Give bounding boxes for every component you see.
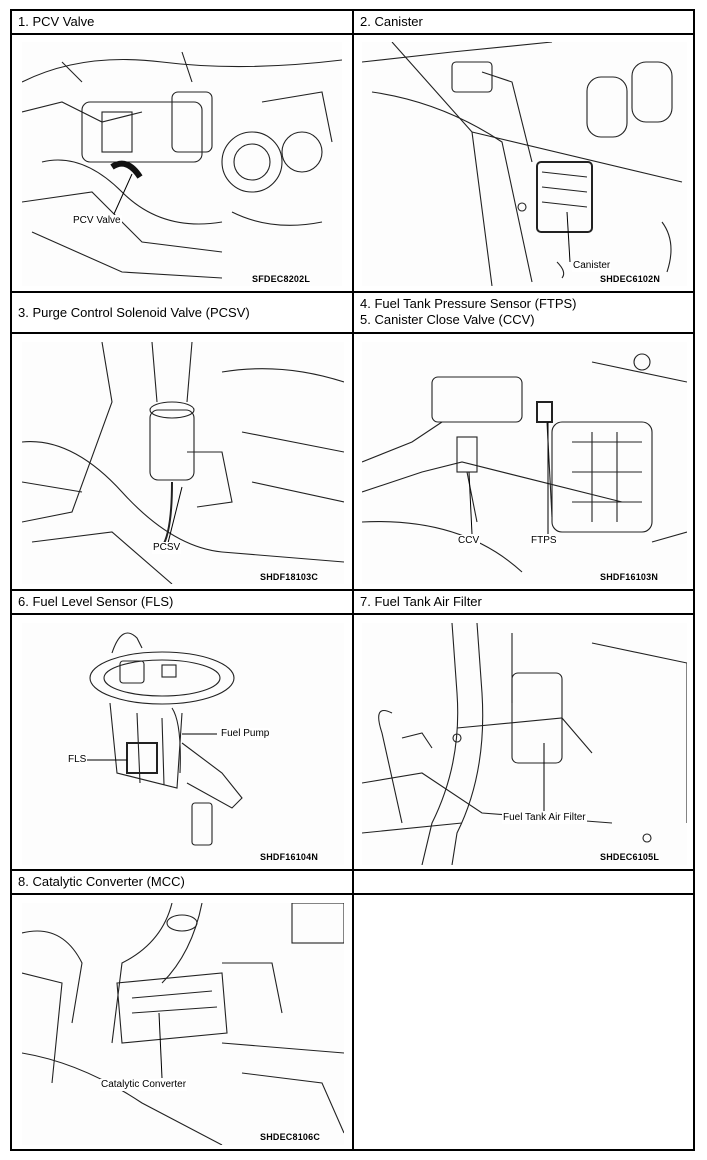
- ftps-ccv-figure: CCV FTPS SHDF16103N: [362, 342, 687, 584]
- figure-code: SHDEC6105L: [600, 852, 660, 862]
- catalytic-converter-figure: Catalytic Converter SHDEC8106C: [22, 903, 344, 1145]
- figure-code: SHDF16104N: [260, 852, 319, 862]
- fuel-pump-callout: Fuel Pump: [220, 728, 271, 740]
- ftps-ccv-drawing: [362, 353, 687, 573]
- panel-2-cell: Canister SHDEC6102N: [353, 34, 694, 292]
- empty-title-cell: [353, 870, 694, 894]
- fls-drawing: [84, 632, 243, 846]
- pcsv-drawing: [22, 342, 344, 584]
- fls-figure: Fuel Pump FLS SHDF16104N: [22, 623, 344, 865]
- empty-figure-cell: [353, 894, 694, 1150]
- panel-3-title: 3. Purge Control Solenoid Valve (PCSV): [11, 292, 353, 333]
- panel-7-title: 7. Fuel Tank Air Filter: [353, 590, 694, 614]
- panel-8-cell: Catalytic Converter SHDEC8106C: [11, 894, 353, 1150]
- catalytic-converter-drawing: [22, 903, 344, 1145]
- canister-drawing: [362, 42, 683, 286]
- ftps-callout: FTPS: [530, 535, 558, 547]
- panel-8-title: 8. Catalytic Converter (MCC): [11, 870, 353, 894]
- figure-code: SHDF18103C: [260, 572, 319, 582]
- panel-6-title: 6. Fuel Level Sensor (FLS): [11, 590, 353, 614]
- figure-code: SHDEC6102N: [600, 274, 661, 284]
- panel-6-cell: Fuel Pump FLS SHDF16104N: [11, 614, 353, 870]
- catalytic-converter-callout: Catalytic Converter: [100, 1079, 188, 1091]
- panel-4-5-cell: CCV FTPS SHDF16103N: [353, 333, 694, 590]
- pcsv-callout: PCSV: [152, 542, 182, 554]
- panel-1-title: 1. PCV Valve: [11, 10, 353, 34]
- panel-4-5-title: 4. Fuel Tank Pressure Sensor (FTPS) 5. C…: [353, 292, 694, 333]
- pcv-valve-callout: PCV Valve: [72, 215, 122, 227]
- air-filter-drawing: [362, 623, 687, 865]
- panel-4-title: 4. Fuel Tank Pressure Sensor (FTPS): [360, 296, 577, 311]
- canister-callout: Canister: [572, 260, 612, 272]
- figure-code: SHDF16103N: [600, 572, 659, 582]
- fls-callout: FLS: [67, 754, 88, 766]
- air-filter-callout: Fuel Tank Air Filter: [502, 812, 587, 824]
- pcv-valve-figure: PCV Valve SFDEC8202L: [22, 42, 342, 286]
- pcv-valve-drawing: [22, 51, 342, 279]
- figure-code: SFDEC8202L: [252, 274, 311, 284]
- panel-7-cell: Fuel Tank Air Filter SHDEC6105L: [353, 614, 694, 870]
- canister-figure: Canister SHDEC6102N: [362, 42, 687, 286]
- component-location-table: 1. PCV Valve 2. Canister: [10, 9, 695, 1151]
- panel-2-title: 2. Canister: [353, 10, 694, 34]
- panel-5-title: 5. Canister Close Valve (CCV): [360, 312, 535, 327]
- pcsv-figure: PCSV SHDF18103C: [22, 342, 344, 584]
- panel-1-cell: PCV Valve SFDEC8202L: [11, 34, 353, 292]
- air-filter-figure: Fuel Tank Air Filter SHDEC6105L: [362, 623, 687, 865]
- ccv-callout: CCV: [457, 535, 481, 547]
- panel-3-cell: PCSV SHDF18103C: [11, 333, 353, 590]
- figure-code: SHDEC8106C: [260, 1132, 321, 1142]
